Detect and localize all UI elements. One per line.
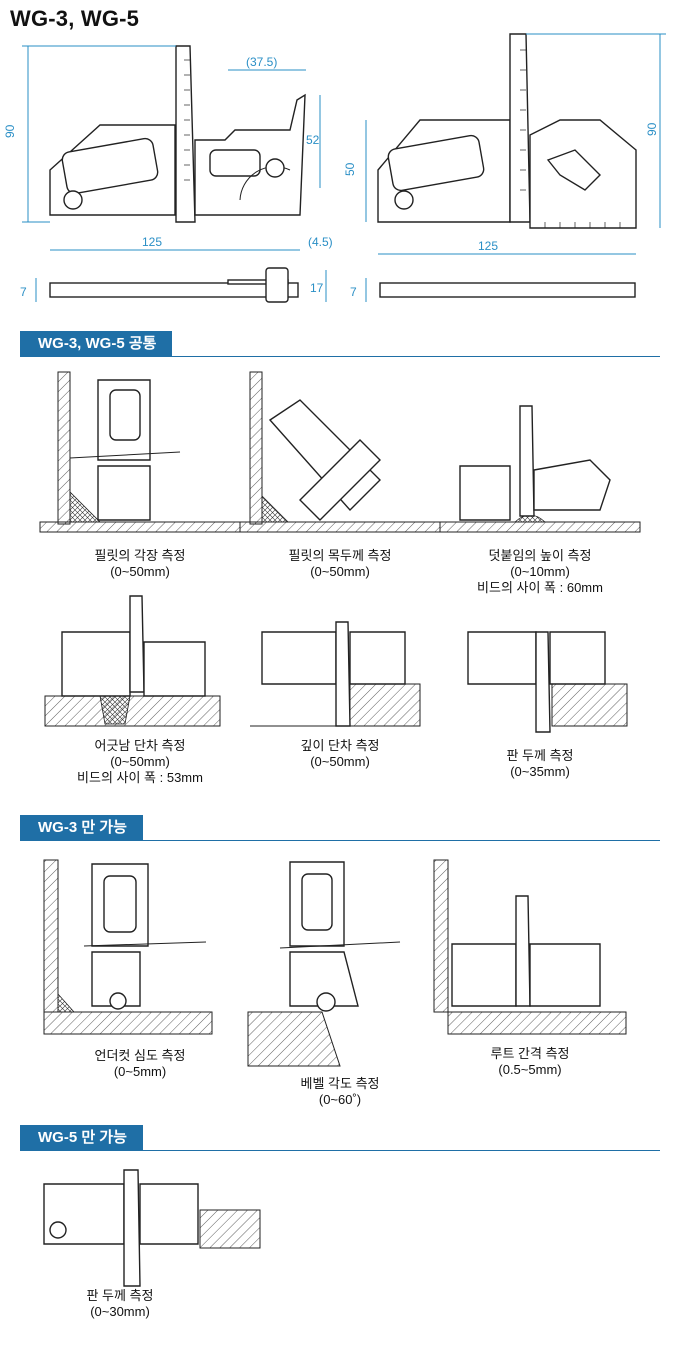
wg5-width-dim: 125	[478, 239, 498, 253]
illustration-bevel-angle	[247, 861, 401, 1067]
illustration-wg5-plate-thickness	[43, 1169, 261, 1287]
wg3-drawing: 90 (37.5) 52 125 (4.5) 7 17	[3, 45, 333, 303]
section-divider	[20, 1150, 660, 1151]
caption-wg5-plate-thickness: 판 두께 측정(0~30mm)	[86, 1288, 154, 1319]
wg3-jaw-dim: 52	[306, 133, 320, 147]
caption-bevel-angle: 베벨 각도 측정(0~60˚)	[300, 1076, 380, 1107]
illustration-fillet-leg	[39, 371, 241, 533]
section-divider	[20, 840, 660, 841]
caption-fillet-leg: 필릿의 각장 측정(0~50mm)	[94, 548, 186, 579]
caption-plate-thickness: 판 두께 측정(0~35mm)	[506, 748, 574, 779]
caption-root-gap: 루트 간격 측정(0.5~5mm)	[490, 1046, 570, 1077]
wg3-thick-dim: 7	[20, 285, 27, 299]
illustration-fillet-throat	[239, 371, 441, 533]
section-tab-common: WG-3, WG-5 공통	[20, 331, 173, 357]
section-tab-wg3: WG-3 만 가능	[20, 815, 143, 841]
caption-misalignment: 어긋남 단차 측정(0~50mm)비드의 사이 폭 : 53mm	[77, 738, 203, 785]
caption-undercut: 언더컷 심도 측정(0~5mm)	[94, 1048, 186, 1079]
section-tab-wg5: WG-5 만 가능	[20, 1125, 143, 1151]
wg3-thick2-dim: 17	[310, 281, 324, 295]
illustration-root-gap	[433, 859, 627, 1035]
caption-depth-step: 깊이 단차 측정(0~50mm)	[300, 738, 380, 769]
illustration-plate-thickness	[467, 631, 628, 733]
caption-reinforcement: 덧붙임의 높이 측정(0~10mm)비드의 사이 폭 : 60mm	[477, 548, 603, 595]
wg3-offset-dim: (4.5)	[308, 235, 333, 249]
wg3-height-dim: 90	[3, 124, 17, 138]
page-title: WG-3, WG-5	[10, 6, 140, 31]
caption-fillet-throat: 필릿의 목두께 측정(0~50mm)	[288, 548, 392, 579]
illustration-undercut	[43, 859, 213, 1035]
illustration-misalignment	[44, 595, 221, 727]
wg5-thick-dim: 7	[350, 285, 357, 299]
illustration-reinforcement	[439, 405, 641, 533]
wg3-width-dim: 125	[142, 235, 162, 249]
wg3-gap-dim: (37.5)	[246, 55, 277, 69]
wg5-height-right-dim: 90	[645, 122, 659, 136]
wg5-height-left-dim: 50	[343, 162, 357, 176]
section-divider	[20, 356, 660, 357]
wg5-drawing: 50 90 125 7	[343, 33, 666, 302]
illustration-depth-step	[250, 621, 421, 727]
